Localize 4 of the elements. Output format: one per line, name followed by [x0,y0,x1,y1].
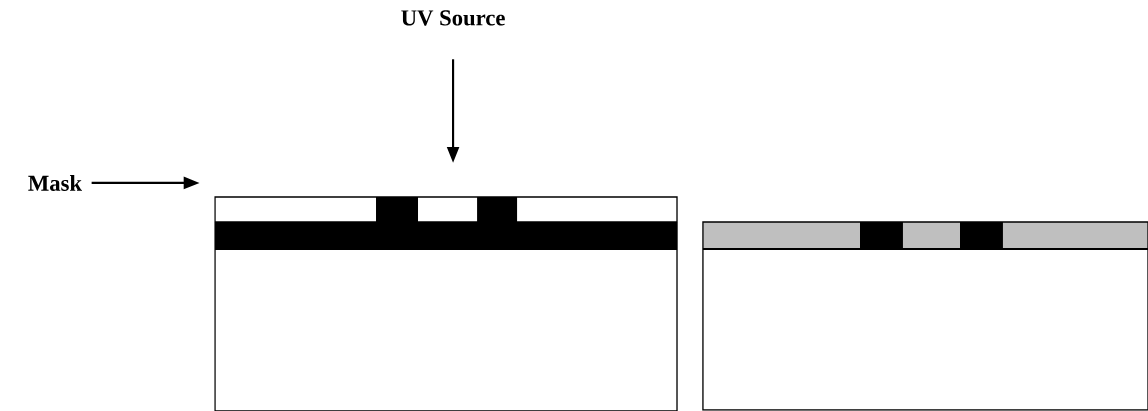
mask-wafer-drawing [214,196,678,411]
mask-wafer-drawing [701,221,1148,411]
label-text: UV Source [401,10,505,26]
label-text: Mask [28,175,82,191]
